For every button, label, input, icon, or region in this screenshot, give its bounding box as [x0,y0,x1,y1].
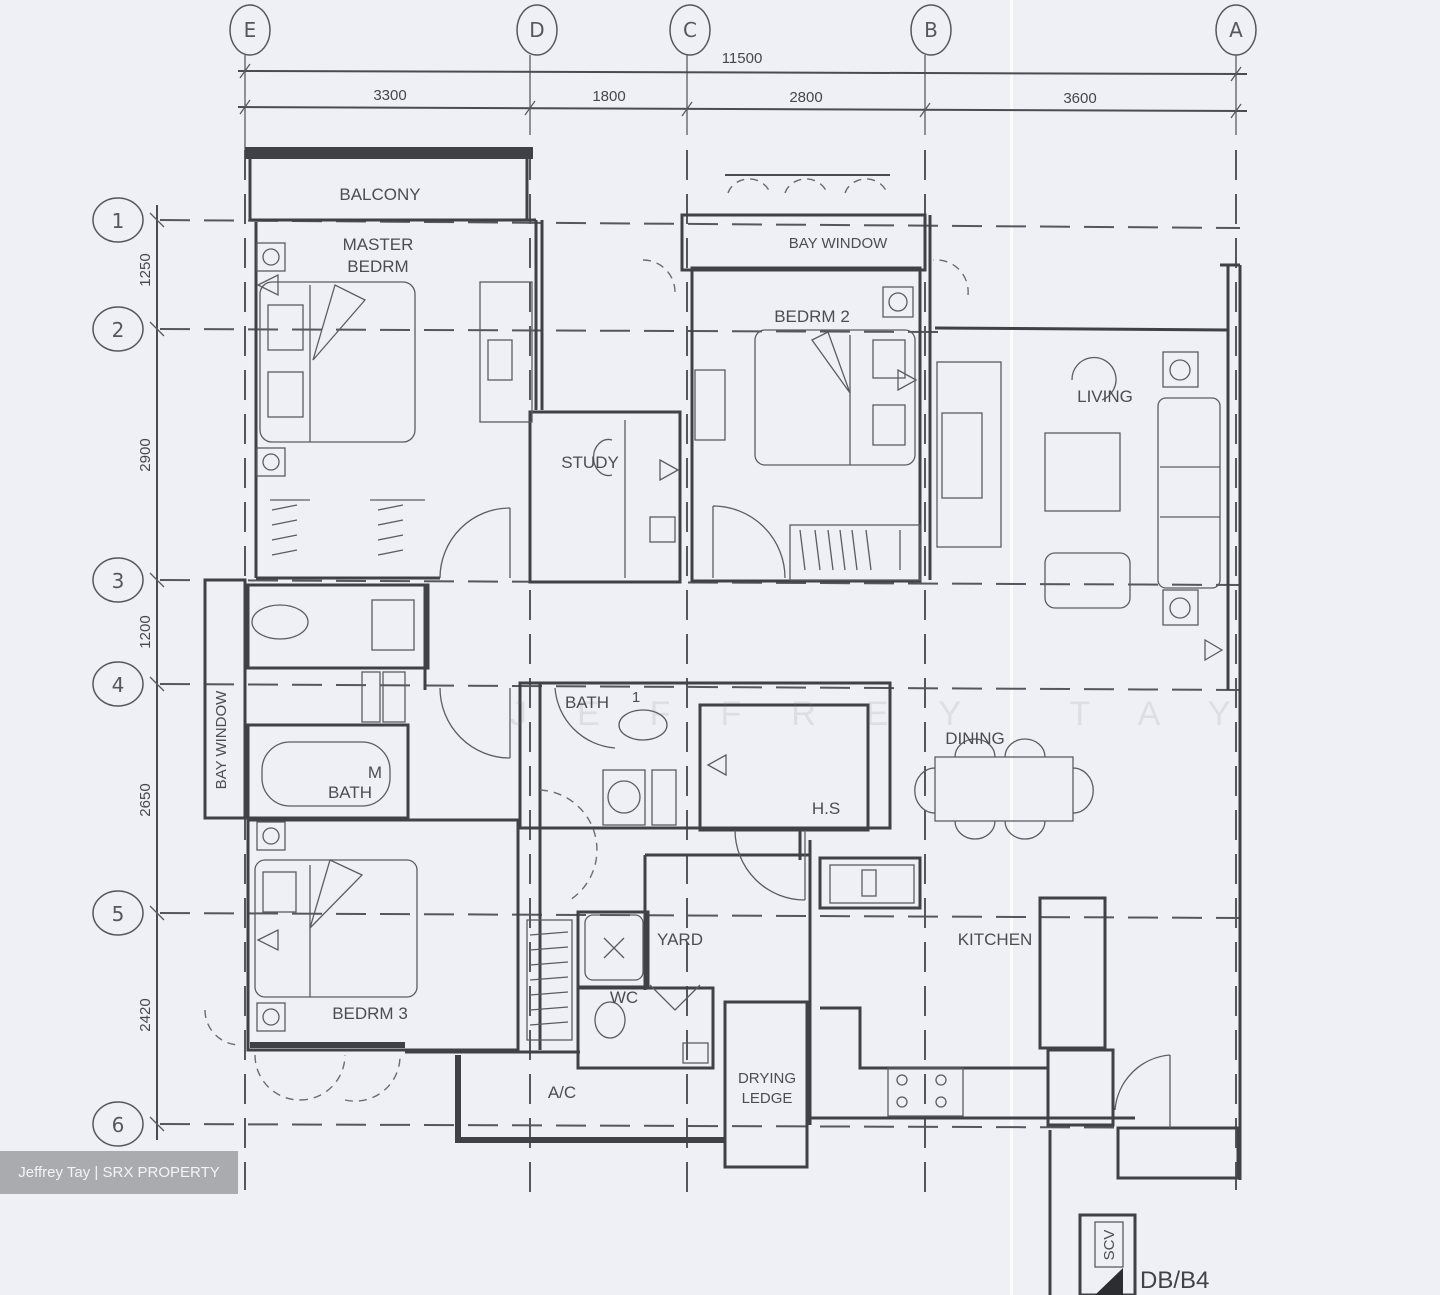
room-label-wc: WC [610,988,638,1007]
dimension-D-C: 1800 [592,88,625,105]
fixtures [251,242,1224,1295]
dining-table-icon [914,738,1094,840]
room-label-master-bath-tag: M [368,763,382,782]
dimension-E-D: 3300 [373,87,406,104]
dimension-3-4: 1200 [137,615,154,648]
wc-basin-icon [682,1042,709,1064]
grid-label-2: 2 [112,318,125,342]
dimension-4-5: 2650 [137,783,154,816]
master-bath-fixtures-icon [251,599,415,807]
room-label-bath-1-tag: 1 [632,689,640,706]
room-label-bay-window-top: BAY WINDOW [789,235,888,252]
column-grid-bubbles: E D C B A [229,4,1257,56]
grid-label-3: 3 [112,569,125,593]
dimension-C-B: 2800 [789,89,822,106]
grid-label-6: 6 [112,1113,125,1137]
master-bed-icon [259,281,416,443]
grid-label-D: D [529,18,544,42]
scv-riser-icon [1078,1213,1137,1295]
study-chair-icon [592,438,613,477]
room-label-kitchen: KITCHEN [958,930,1033,949]
door-swings [204,174,1171,1128]
grid-label-E: E [244,18,257,42]
grid-bubble-5: 5 [92,890,144,936]
grid-bubble-3: 3 [92,557,144,603]
dimension-overall-width: 11500 [722,50,763,67]
room-label-master-bedroom: MASTER [343,235,414,254]
walls [203,147,1242,1295]
data-point-triangle-icon [256,273,1224,952]
room-label-study: STUDY [561,453,619,472]
dimension-B-A: 3600 [1063,90,1096,107]
watermark-text: JEFFREY TAY [510,695,1280,733]
stove-icon [887,1067,964,1117]
yard-door-icon [649,984,701,1011]
room-label-dining: DINING [945,729,1005,748]
room-label-ac-ledge: A/C [548,1083,576,1102]
grid-bubble-B: B [910,4,952,56]
dimension-5-6: 2420 [137,998,154,1031]
grid-label-A: A [1229,18,1243,42]
grid-bubble-A: A [1215,4,1257,56]
dimension-2-3: 2900 [137,438,154,471]
room-label-drying-ledge-line2: LEDGE [742,1090,793,1107]
row-grid-bubbles: 1 2 3 4 5 6 [92,197,144,1147]
horizontal-dimensions: 11500 3300 1800 2800 3600 [237,50,1248,119]
room-label-living: LIVING [1077,387,1133,406]
bedroom3-bed-icon [254,859,418,998]
room-label-drying-ledge: DRYING [738,1070,796,1087]
grid-bubble-4: 4 [92,661,144,707]
room-labels: BALCONY MASTER BEDRM BAY WINDOW BEDRM 2 … [213,185,1209,1294]
wc-toilet-icon [594,1001,626,1039]
kitchen-sink-icon [829,864,915,904]
grid-label-1: 1 [112,209,125,233]
living-furniture-icon [936,356,1221,609]
grid-label-5: 5 [112,902,125,926]
room-label-scv: SCV [1101,1230,1118,1261]
room-label-bedroom-2: BEDRM 2 [774,307,850,326]
grid-bubble-E: E [229,4,271,56]
room-label-bay-window-left: BAY WINDOW [213,690,230,789]
bath1-fixtures-icon [602,709,677,826]
grid-dashed-lines [159,150,1241,1200]
washing-machine-icon [584,914,644,981]
paper-fold-crease [1010,0,1013,1295]
bedroom2-bed-icon [754,329,916,466]
study-desk-icon [649,516,676,543]
column-grid-stems [244,55,1237,150]
grid-bubble-C: C [669,4,711,56]
room-label-household-shelter: H.S [812,799,840,818]
grid-label-B: B [924,18,938,42]
ceiling-fan-icon [256,242,1199,1032]
credit-banner: Jeffrey Tay | SRX PROPERTY [0,1151,238,1194]
vertical-dimensions: 1250 2900 1200 2650 2420 [137,205,165,1140]
grid-bubble-6: 6 [92,1101,144,1147]
bedroom2-wardrobe-icon [789,524,921,581]
master-wardrobe-icon [270,499,425,556]
room-label-yard: YARD [657,930,703,949]
tv-console-icon [479,281,533,423]
room-label-balcony: BALCONY [339,185,420,204]
room-label-bath-1: BATH [565,693,609,712]
tv-icon [487,339,513,381]
grid-bubble-2: 2 [92,306,144,352]
grid-bubble-1: 1 [92,197,144,243]
room-label-master-bedroom-line2: BEDRM [347,257,408,276]
grid-label-4: 4 [112,673,125,697]
bedroom2-desk-icon [694,369,726,441]
grid-bubble-D: D [516,4,558,56]
bedroom3-wardrobe-icon [526,919,573,1041]
grid-label-C: C [683,18,697,42]
room-label-bedroom-3: BEDRM 3 [332,1004,408,1023]
unit-reference-label: DB/B4 [1140,1267,1209,1294]
dimension-1-2: 1250 [137,253,154,286]
room-label-master-bath: BATH [328,783,372,802]
